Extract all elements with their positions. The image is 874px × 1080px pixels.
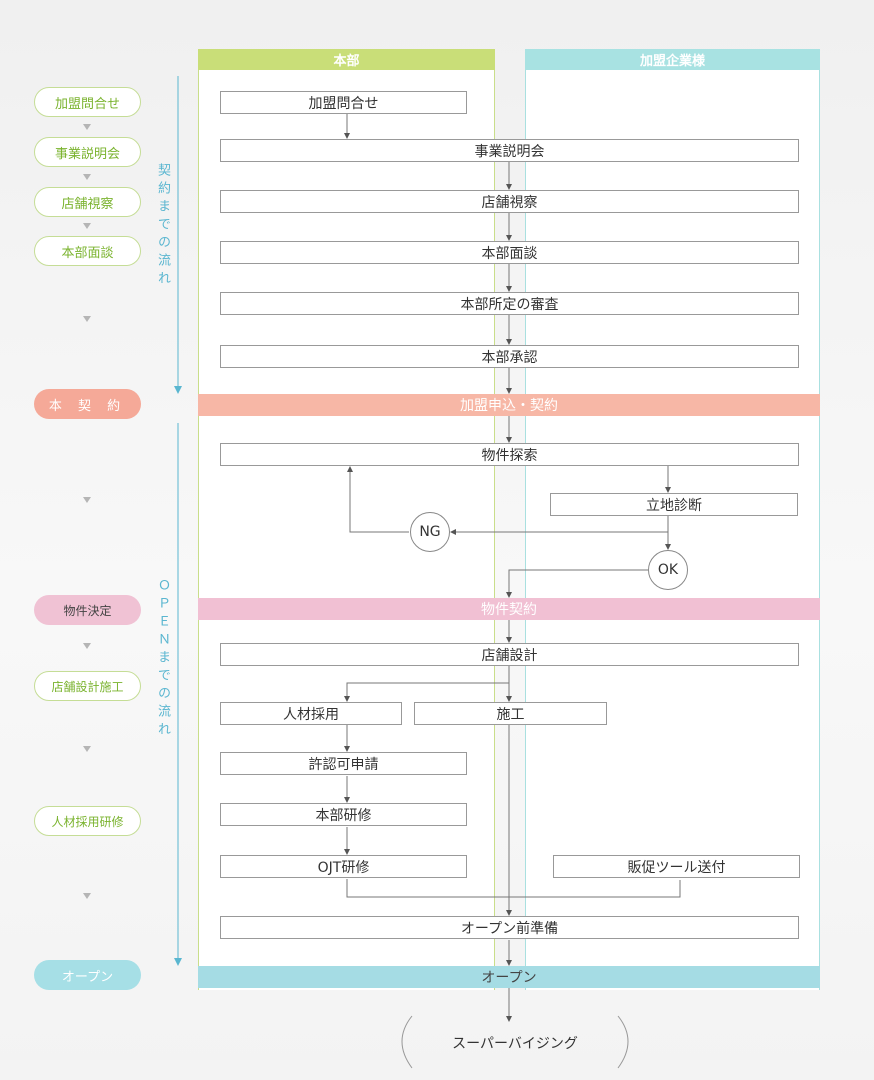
step-briefing: 事業説明会 (220, 139, 799, 162)
step-site-diagnosis: 立地診断 (550, 493, 798, 516)
sidebar-pill-recruit-training: 人材採用研修 (34, 806, 141, 836)
hq-column-header: 本部 (198, 49, 495, 70)
step-supervising: スーパーバイジング (452, 1036, 578, 1052)
decision-ng: NG (410, 512, 450, 552)
franchisee-column-header: 加盟企業様 (525, 49, 820, 70)
sidebar-pill-briefing: 事業説明会 (34, 137, 141, 167)
sidebar-pill-contract: 本 契 約 (34, 389, 141, 419)
step-visit: 店舗視察 (220, 190, 799, 213)
step-hq-training: 本部研修 (220, 803, 467, 826)
sidebar-pill-open: オープン (34, 960, 141, 990)
sidebar-arrow-icon (83, 643, 91, 649)
sidebar-arrow-icon (83, 124, 91, 130)
contract-band: 加盟申込・契約 (198, 394, 820, 416)
step-ojt: OJT研修 (220, 855, 467, 878)
sidebar-pill-store-design: 店舗設計施工 (34, 671, 141, 701)
sidebar-arrow-icon (83, 893, 91, 899)
sidebar-pill-visit: 店舗視察 (34, 187, 141, 217)
step-store-design: 店舗設計 (220, 643, 799, 666)
step-interview: 本部面談 (220, 241, 799, 264)
step-promo-tools: 販促ツール送付 (553, 855, 800, 878)
sidebar-pill-inquiry: 加盟問合せ (34, 87, 141, 117)
decision-ok: OK (648, 550, 688, 590)
step-recruiting: 人材採用 (220, 702, 402, 725)
step-approval: 本部承認 (220, 345, 799, 368)
franchisee-column (525, 70, 820, 990)
step-property-search: 物件探索 (220, 443, 799, 466)
sidebar-arrow-icon (83, 497, 91, 503)
sidebar-pill-interview: 本部面談 (34, 236, 141, 266)
step-screening: 本部所定の審査 (220, 292, 799, 315)
phase-open-label: ＯＰＥＮまでの流れ (155, 578, 170, 740)
property-contract-band: 物件契約 (198, 598, 820, 620)
open-band: オープン (198, 966, 820, 988)
phase-contract-label: 契約までの流れ (155, 163, 170, 289)
sidebar-arrow-icon (83, 223, 91, 229)
sidebar-pill-property: 物件決定 (34, 595, 141, 625)
step-permit: 許認可申請 (220, 752, 467, 775)
sidebar-arrow-icon (83, 174, 91, 180)
step-construction: 施工 (414, 702, 607, 725)
sidebar-arrow-icon (83, 316, 91, 322)
sidebar-arrow-icon (83, 746, 91, 752)
step-pre-open: オープン前準備 (220, 916, 799, 939)
step-inquiry: 加盟問合せ (220, 91, 467, 114)
